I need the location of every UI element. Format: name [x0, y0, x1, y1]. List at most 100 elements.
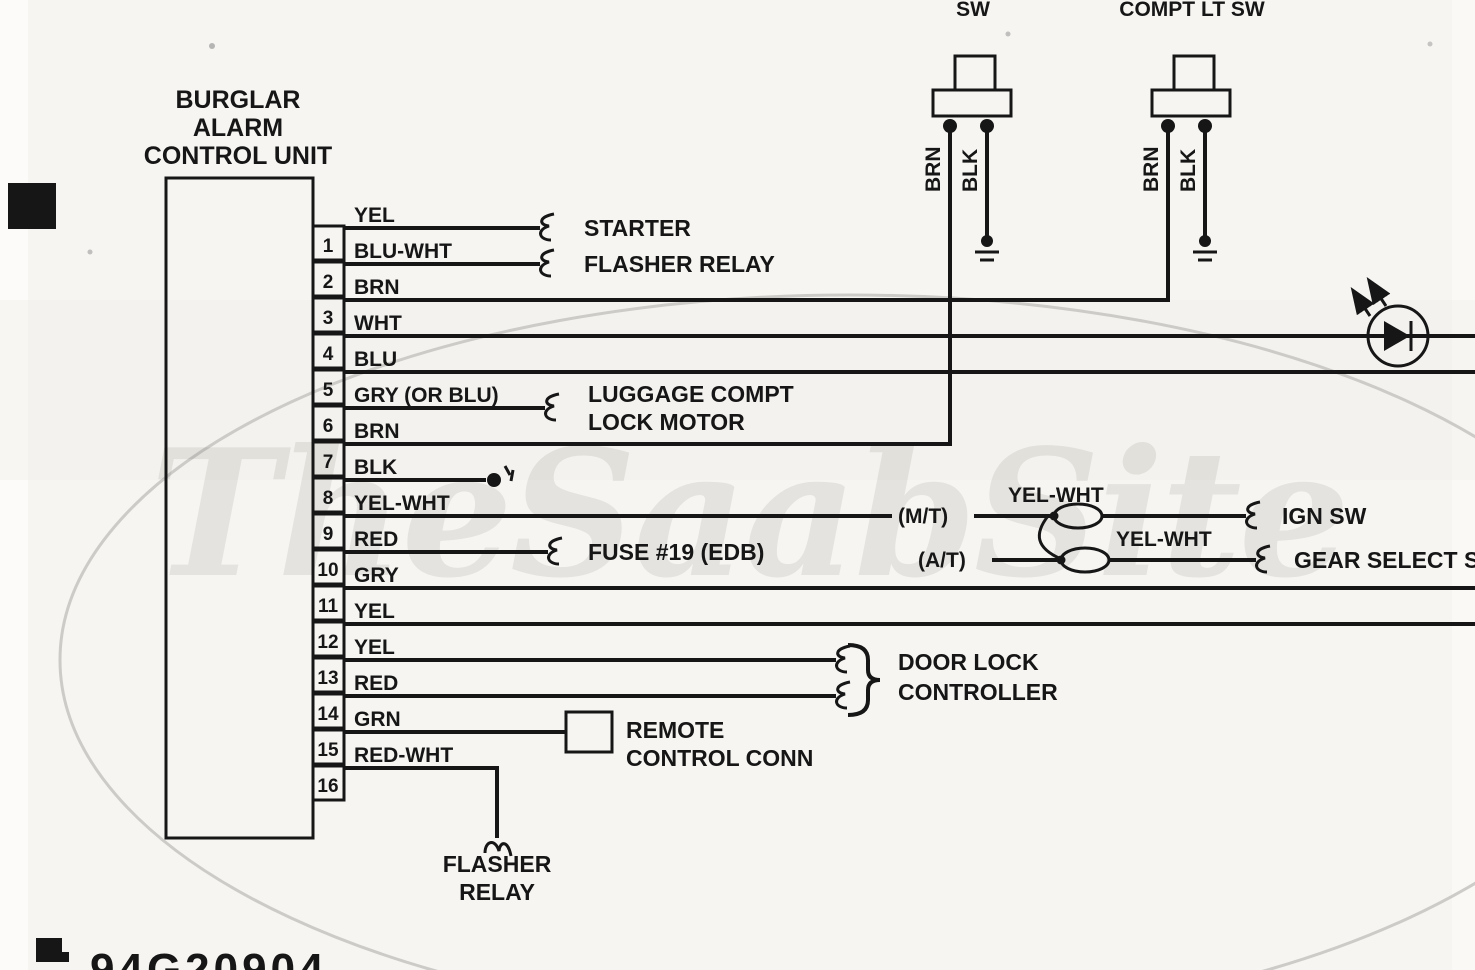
switch-sw-label: SW: [956, 0, 990, 21]
pin-number-9: 9: [323, 524, 334, 545]
scan-speck: [87, 249, 93, 255]
remote-conn-box: [564, 710, 614, 754]
control-unit: BURGLAR ALARM CONTROL UNIT: [144, 86, 332, 840]
switch-compt-wire-blk-label: BLK: [1177, 149, 1200, 192]
scan-blob-bottom-left: [36, 938, 62, 962]
control-unit-title-line2: ALARM: [193, 114, 283, 142]
pin-box-13: [311, 656, 346, 694]
switch-compt-lt-sw: COMPT LT SW BRN BLK: [1119, 0, 1265, 262]
switch-compt-terminal-brn: [1161, 119, 1175, 133]
wires: [344, 124, 1475, 838]
scan-speck: [1005, 31, 1011, 37]
pin-wire-label-15: GRN: [354, 708, 401, 731]
drawing-number: 94G20904: [90, 945, 328, 970]
pin-box-8: [311, 476, 346, 514]
ground-icon: [975, 235, 999, 262]
pin-wire-label-2: BLU-WHT: [354, 240, 452, 263]
pin-wire-label-11: GRY: [354, 564, 399, 587]
pin-wire-label-4: WHT: [354, 312, 402, 335]
scan-edge-right: [1452, 0, 1475, 970]
flasher-bottom-label-line1: FLASHER: [443, 851, 552, 877]
starter-label: STARTER: [584, 215, 691, 241]
pin-box-2: [311, 260, 346, 298]
pin-number-12: 12: [317, 632, 338, 653]
yel-wht-at-label: YEL-WHT: [1116, 528, 1212, 551]
switch-compt-body-bottom: [1150, 88, 1232, 118]
pin-number-15: 15: [317, 740, 339, 761]
connector-oval-mt: [1049, 502, 1104, 530]
destination-labels: STARTER FLASHER RELAY LUGGAGE COMPT LOCK…: [443, 215, 1475, 905]
switch-sw-body-bottom: [931, 88, 1013, 118]
yel-wht-mt-label: YEL-WHT: [1008, 484, 1104, 507]
ground-icon: [1193, 235, 1217, 262]
pin-wire-label-7: BRN: [354, 420, 400, 443]
pin-wire-label-10: RED: [354, 528, 398, 551]
scan-speck: [1427, 41, 1433, 47]
pin-box-10: [311, 548, 346, 586]
flasher-relay-label: FLASHER RELAY: [584, 251, 775, 277]
pin-number-13: 13: [317, 668, 338, 689]
pin-box-9: [311, 512, 346, 550]
pin-number-2: 2: [323, 272, 334, 293]
door-lock-label-line2: CONTROLLER: [898, 679, 1058, 705]
pin-number-10: 10: [317, 560, 338, 581]
pin-wire-label-9: YEL-WHT: [354, 492, 450, 515]
pin-box-15: [311, 728, 346, 766]
control-unit-title-line3: CONTROL UNIT: [144, 142, 332, 170]
pin-wire-label-1: YEL: [354, 204, 395, 227]
pin-box-5: [311, 368, 346, 406]
switch-compt-wire-brn-label: BRN: [1140, 147, 1163, 193]
pin-number-14: 14: [317, 704, 339, 725]
pin-box-4: [311, 332, 346, 370]
mt-label: (M/T): [898, 505, 948, 528]
remote-conn-label-line1: REMOTE: [626, 717, 724, 743]
pin-box-14: [311, 692, 346, 730]
pin-number-16: 16: [317, 776, 338, 797]
door-lock-brace: [847, 643, 881, 717]
pin-wire-label-13: YEL: [354, 636, 395, 659]
pin-wire-label-14: RED: [354, 672, 398, 695]
pin-box-3: [311, 296, 346, 334]
switch-sw-terminal-blk: [980, 119, 994, 133]
pin-wire-label-6: GRY (OR BLU): [354, 384, 499, 407]
pin-number-8: 8: [323, 488, 334, 509]
pin-number-11: 11: [318, 596, 339, 617]
switch-compt-label: COMPT LT SW: [1119, 0, 1265, 21]
ign-sw-label: IGN SW: [1282, 503, 1367, 529]
pin-wire-label-12: YEL: [354, 600, 395, 623]
fuse-label: FUSE #19 (EDB): [588, 539, 764, 565]
watermark-ellipse: [58, 293, 1475, 970]
gear-select-label: GEAR SELECT S: [1294, 547, 1475, 573]
pin-number-7: 7: [323, 452, 334, 473]
pin-number-1: 1: [323, 236, 334, 257]
door-lock-label-line1: DOOR LOCK: [898, 649, 1039, 675]
switch-sw-terminal-brn: [943, 119, 957, 133]
pin-wire-label-3: BRN: [354, 276, 400, 299]
pin-box-6: [311, 404, 346, 442]
pin-box-16: [311, 764, 346, 802]
pin-number-5: 5: [323, 380, 334, 401]
pin-number-3: 3: [323, 308, 334, 329]
pin-wire-label-5: BLU: [354, 348, 397, 371]
scan-band: [0, 300, 1475, 480]
switch-sw: SW BRN BLK: [922, 0, 1013, 262]
led-icon: [1350, 277, 1430, 368]
switch-sw-wire-brn-label: BRN: [922, 147, 945, 193]
pin-wire-label-16: RED-WHT: [354, 744, 453, 767]
scan-blob-bottom-left-2: [60, 952, 69, 962]
remote-conn-label-line2: CONTROL CONN: [626, 745, 813, 771]
control-unit-title-line1: BURGLAR: [176, 86, 301, 114]
pin-box-11: [311, 584, 346, 622]
scan-speck: [209, 43, 215, 49]
pin-box-12: [311, 620, 346, 658]
pin-box-1: [311, 224, 346, 262]
pin-number-4: 4: [323, 344, 334, 365]
luggage-compt-label-line1: LUGGAGE COMPT: [588, 381, 794, 407]
pin-column: 1 YEL 2 BLU-WHT 3 BRN 4 WHT 5 BLU 6 GRY …: [311, 204, 499, 802]
connector-oval-at: [1056, 546, 1111, 574]
scan-edge-left: [0, 0, 28, 970]
switch-compt-terminal-blk: [1198, 119, 1212, 133]
flasher-bottom-label-line2: RELAY: [459, 879, 535, 905]
